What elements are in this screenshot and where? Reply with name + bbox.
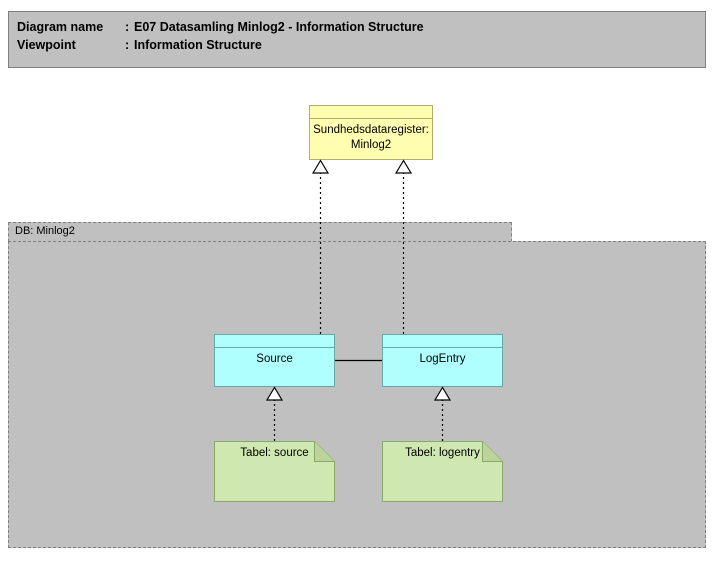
- legend-separator-viewpoint: :: [125, 38, 130, 52]
- legend-value-diagram-name: E07 Datasamling Minlog2 - Information St…: [134, 20, 424, 34]
- legend-row-viewpoint: Viewpoint : Information Structure: [17, 36, 705, 54]
- data-object-logentry-header-bar: [383, 335, 502, 348]
- artifact-tabel-source-shape: [214, 441, 335, 502]
- legend-label-viewpoint: Viewpoint: [17, 38, 76, 52]
- legend-separator-diagram-name: :: [125, 20, 130, 34]
- group-db-minlog2[interactable]: DB: Minlog2: [8, 222, 706, 548]
- legend-value-viewpoint: Information Structure: [134, 38, 262, 52]
- group-body: [8, 241, 706, 548]
- group-label: DB: Minlog2: [15, 225, 75, 237]
- data-object-source[interactable]: Source: [214, 334, 335, 387]
- artifact-tabel-logentry[interactable]: Tabel: logentry: [382, 441, 503, 502]
- data-object-source-header-bar: [215, 335, 334, 348]
- diagram-legend-header: Diagram name : E07 Datasamling Minlog2 -…: [8, 11, 706, 68]
- legend-row-diagram-name: Diagram name : E07 Datasamling Minlog2 -…: [17, 18, 705, 36]
- group-tab: [8, 222, 512, 242]
- data-object-logentry[interactable]: LogEntry: [382, 334, 503, 387]
- business-object-header-bar: [310, 106, 432, 119]
- data-object-logentry-label: LogEntry: [419, 353, 466, 365]
- legend-label-diagram-name: Diagram name: [17, 20, 104, 34]
- artifact-tabel-source[interactable]: Tabel: source: [214, 441, 335, 502]
- business-object-sundhedsdataregister[interactable]: Sundhedsdataregister: Minlog2: [309, 105, 433, 160]
- artifact-tabel-logentry-shape: [382, 441, 503, 502]
- data-object-source-label: Source: [256, 353, 293, 365]
- business-object-label: Sundhedsdataregister: Minlog2: [313, 124, 429, 151]
